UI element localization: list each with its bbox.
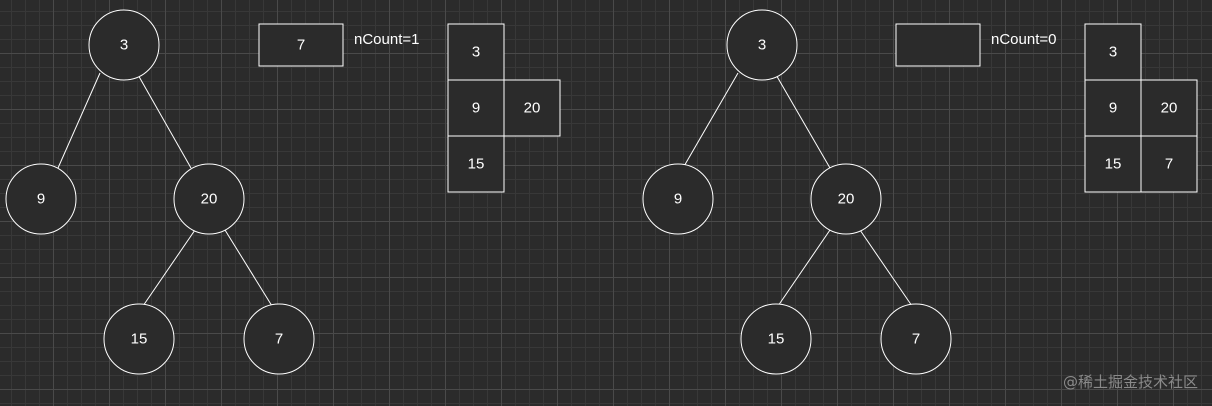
edge-20-7: [859, 229, 913, 307]
right-tree-nodes: 3 9 20 15 7: [642, 9, 952, 375]
left-result-grid: 3 9 20 15: [447, 23, 561, 193]
left-count-label: nCount=1: [354, 31, 420, 48]
right-current-box[interactable]: [895, 23, 981, 67]
cell-label: 20: [524, 100, 541, 117]
node-label: 9: [37, 191, 45, 208]
left-current-box[interactable]: 7: [258, 23, 344, 67]
right-count-label: nCount=0: [991, 31, 1057, 48]
node-label: 7: [912, 331, 920, 348]
right-tree-edges: [682, 72, 913, 307]
tree-node-right-child[interactable]: 20: [173, 163, 245, 235]
grid-cell-r2c0[interactable]: 15: [447, 135, 505, 193]
node-label: 20: [201, 191, 218, 208]
grid-cell-r1c0[interactable]: 9: [447, 79, 505, 137]
grid-cell-r1c0[interactable]: 9: [1084, 79, 1142, 137]
node-label: 7: [275, 331, 283, 348]
tree-node-right-right[interactable]: 7: [880, 303, 952, 375]
node-label: 9: [674, 191, 682, 208]
cell-label: 20: [1161, 100, 1178, 117]
edge-20-15: [777, 229, 831, 307]
tree-node-right-left[interactable]: 15: [103, 303, 175, 375]
tree-node-right-child[interactable]: 20: [810, 163, 882, 235]
node-label: 20: [838, 191, 855, 208]
grid-cell-r1c1[interactable]: 20: [503, 79, 561, 137]
current-box-label: 7: [297, 37, 305, 54]
grid-cell-r2c0[interactable]: 15: [1084, 135, 1142, 193]
watermark: @稀土掘金技术社区: [1062, 373, 1198, 391]
edge-20-15: [142, 229, 196, 307]
tree-node-right-right[interactable]: 7: [243, 303, 315, 375]
cell-label: 15: [1105, 156, 1122, 173]
edge-20-7: [224, 229, 273, 307]
tree-node-left-child[interactable]: 9: [5, 163, 77, 235]
left-tree-nodes: 3 9 20 15 7: [5, 9, 315, 375]
cell-label: 9: [1109, 100, 1117, 117]
right-result-grid: 3 9 20 15 7: [1084, 23, 1198, 193]
cell-label: 7: [1165, 156, 1173, 173]
cell-label: 15: [468, 156, 485, 173]
edge-root-left: [682, 72, 739, 169]
edge-root-right: [774, 72, 831, 169]
cell-label: 9: [472, 100, 480, 117]
grid-cell-r2c1[interactable]: 7: [1140, 135, 1198, 193]
tree-node-root[interactable]: 3: [726, 9, 798, 81]
node-label: 3: [120, 37, 128, 54]
tree-node-root[interactable]: 3: [88, 9, 160, 81]
tree-node-left-child[interactable]: 9: [642, 163, 714, 235]
edge-root-right: [136, 72, 192, 169]
node-label: 3: [758, 37, 766, 54]
node-label: 15: [768, 331, 785, 348]
tree-node-right-left[interactable]: 15: [740, 303, 812, 375]
edge-root-left: [57, 72, 101, 169]
grid-cell-r0c0[interactable]: 3: [447, 23, 505, 81]
grid-cell-r1c1[interactable]: 20: [1140, 79, 1198, 137]
node-label: 15: [131, 331, 148, 348]
grid-cell-r0c0[interactable]: 3: [1084, 23, 1142, 81]
cell-label: 3: [1109, 44, 1117, 61]
left-tree-edges: [57, 72, 273, 307]
cell-label: 3: [472, 44, 480, 61]
